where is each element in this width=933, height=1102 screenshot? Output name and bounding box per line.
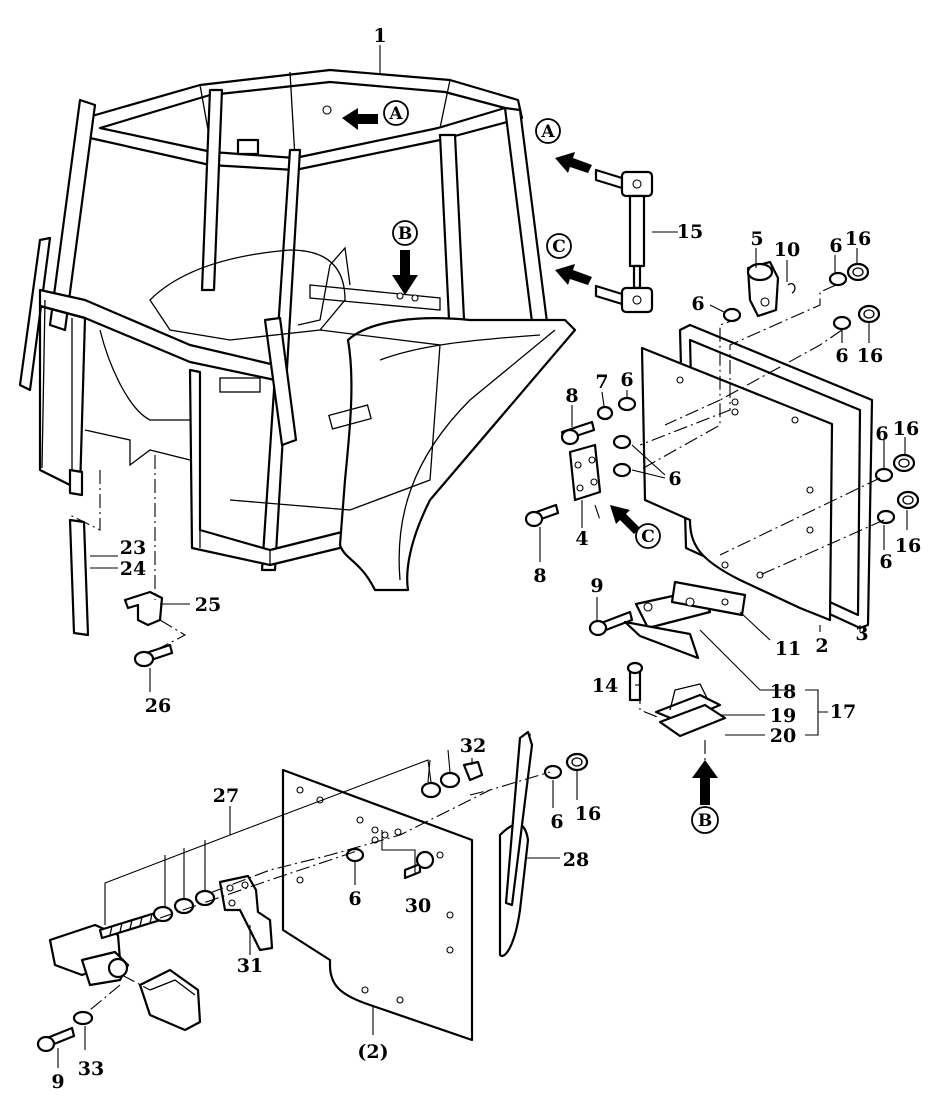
callout-16: 16 — [857, 345, 883, 367]
callout-30: 30 — [405, 895, 431, 917]
callout-18: 18 — [770, 681, 796, 703]
callout-7: 7 — [595, 371, 608, 393]
hinge-bracket — [568, 443, 602, 502]
callout-16: 16 — [575, 803, 601, 825]
dash-lines — [69, 284, 885, 1016]
gas-strut — [594, 168, 654, 314]
callout-32: 32 — [460, 735, 486, 757]
callout-19: 19 — [770, 705, 796, 727]
marker-label: B — [398, 224, 412, 244]
callout-6: 6 — [620, 369, 633, 391]
marker-label: A — [388, 104, 403, 124]
callout-6: 6 — [829, 235, 842, 257]
callout-27: 27 — [213, 785, 239, 807]
callout-14: 14 — [592, 675, 618, 697]
wiper — [498, 730, 534, 958]
wiper-motor — [48, 874, 274, 1032]
marker-label: B — [698, 811, 712, 831]
callout-6: 6 — [668, 468, 681, 490]
callout-6: 6 — [879, 551, 892, 573]
marker-label: A — [540, 122, 555, 142]
callout-16: 16 — [845, 228, 871, 250]
callout-9: 9 — [590, 575, 603, 597]
callout-11: 11 — [775, 638, 801, 660]
cab-strip — [68, 518, 164, 637]
callout-1: 1 — [373, 25, 386, 47]
callout-26: 26 — [145, 695, 171, 717]
callout-24: 24 — [120, 558, 146, 580]
washers-lower — [420, 752, 589, 799]
marker-A-top: A — [383, 100, 409, 126]
marker-C-bracket: C — [635, 523, 661, 549]
marker-label: C — [641, 527, 655, 547]
callout-28: 28 — [563, 849, 589, 871]
callout-9: 9 — [51, 1071, 64, 1093]
callout-6: 6 — [691, 293, 704, 315]
callout-16: 16 — [895, 535, 921, 557]
callout-31: 31 — [237, 955, 263, 977]
callout-6: 6 — [875, 423, 888, 445]
callout-8: 8 — [533, 565, 546, 587]
callout-2: 2 — [815, 635, 828, 657]
callout-panel-ref: (2) — [357, 1041, 388, 1063]
callout-23: 23 — [120, 537, 146, 559]
callout-17: 17 — [830, 701, 856, 723]
bolts — [36, 420, 644, 1053]
cab-frame — [18, 68, 577, 592]
leader-lines — [57, 45, 908, 1068]
marker-A-strut: A — [535, 118, 561, 144]
door-latch — [623, 580, 747, 738]
hinge-pin — [746, 260, 796, 318]
callout-6: 6 — [348, 888, 361, 910]
callout-16: 16 — [893, 418, 919, 440]
door-panel — [640, 323, 874, 630]
callout-3: 3 — [855, 623, 868, 645]
marker-C-strut: C — [546, 233, 572, 259]
callout-25: 25 — [195, 594, 221, 616]
reference-arrows — [342, 108, 718, 805]
callout-33: 33 — [78, 1058, 104, 1080]
marker-label: C — [552, 237, 566, 257]
callout-6: 6 — [835, 345, 848, 367]
callout-8: 8 — [565, 385, 578, 407]
callout-4: 4 — [575, 528, 588, 550]
rear-panel — [281, 768, 474, 1042]
callout-5: 5 — [750, 228, 763, 250]
callout-6: 6 — [550, 811, 563, 833]
callout-labels: 1 2 3 4 5 6 6 6 6 6 6 6 6 6 7 8 8 9 9 10… — [51, 25, 921, 1093]
callout-10: 10 — [774, 239, 800, 261]
callout-20: 20 — [770, 725, 796, 747]
marker-B-floor: B — [392, 220, 418, 246]
marker-B-catch: B — [691, 806, 719, 834]
callout-15: 15 — [677, 221, 703, 243]
